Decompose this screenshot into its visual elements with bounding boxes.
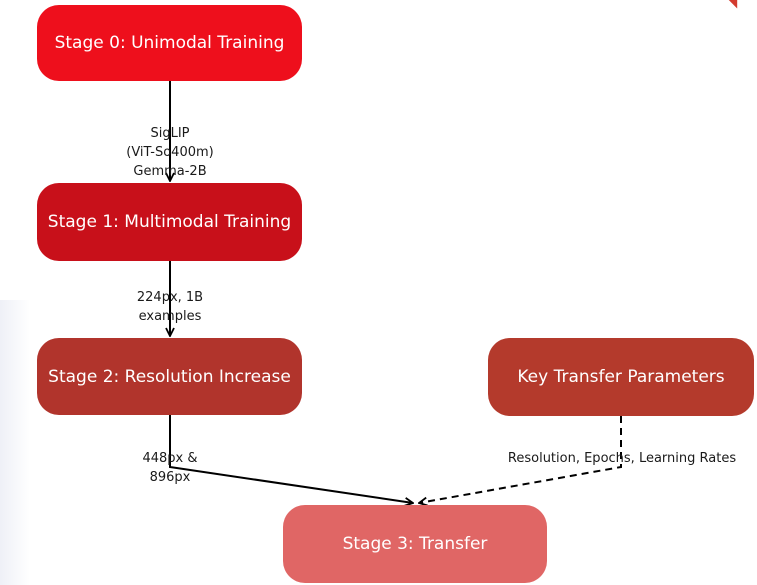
edge-label-line: examples [138, 309, 202, 324]
node-stage-2-label: Stage 2: Resolution Increase [48, 366, 291, 387]
node-stage-0-label: Stage 0: Unimodal Training [54, 33, 285, 53]
edge-label-line: 448px & [142, 451, 198, 466]
node-stage-3: Stage 3: Transfer [283, 505, 547, 583]
left-edge-shading [0, 300, 30, 585]
edge-label-stage2-stage3: 448px & 896px [118, 449, 222, 487]
node-stage-2: Stage 2: Resolution Increase [37, 338, 302, 415]
edge-label-stage1-stage2: 224px, 1B examples [110, 288, 230, 326]
node-key-transfer-parameters: Key Transfer Parameters [488, 338, 754, 416]
edge-label-line: 224px, 1B [136, 290, 204, 305]
edge-label-keyparams-stage3: Resolution, Epochs, Learning Rates [494, 449, 750, 468]
node-stage-3-label: Stage 3: Transfer [342, 534, 488, 554]
edge-stage2-stage3 [169, 415, 413, 503]
edge-label-line: SigLIP [150, 126, 190, 141]
node-stage-1: Stage 1: Multimodal Training [37, 183, 302, 261]
corner-fragment-mark: ◥ [728, 0, 738, 10]
node-key-transfer-parameters-label: Key Transfer Parameters [517, 367, 725, 387]
edge-keyparams-stage3 [419, 416, 622, 503]
edge-label-line: 896px [149, 470, 191, 485]
edge-label-line: Gemma-2B [133, 164, 207, 179]
edge-label-line: (ViT-So400m) [126, 145, 214, 160]
edge-label-line: Resolution, Epochs, Learning Rates [507, 451, 737, 466]
edge-label-stage0-stage1: SigLIP (ViT-So400m) Gemma-2B [110, 124, 230, 181]
node-stage-0: Stage 0: Unimodal Training [37, 5, 302, 81]
node-stage-1-label: Stage 1: Multimodal Training [47, 212, 292, 232]
